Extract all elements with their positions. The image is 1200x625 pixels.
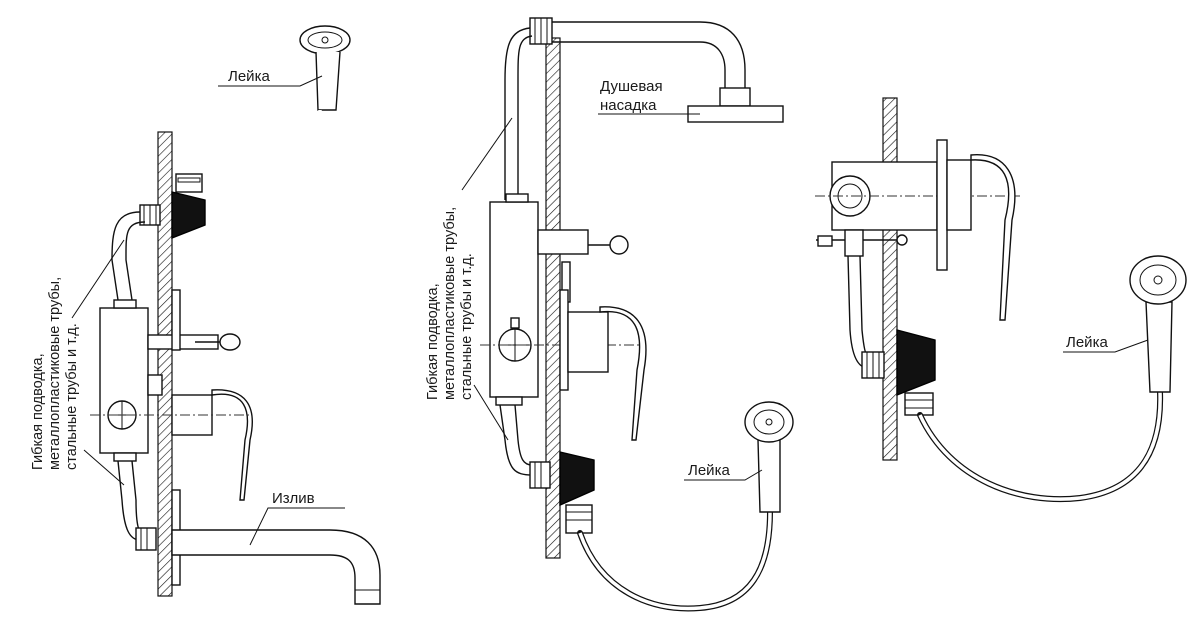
diagram-shower-mixer: Душевая насадка Лейка Гибкая подводка, м… [425,17,794,612]
wall [157,131,173,597]
label-flexible-supply-line-2: металлопластиковые трубы, [442,207,458,400]
hand-shower-icon [1129,255,1187,393]
label-shower-head: Лейка [1066,334,1108,351]
lever-handle [970,154,1016,321]
diagram-single-outlet-mixer: Лейка [815,97,1187,503]
label-flexible-supply-line-1: Гибкая подводка, [30,353,46,470]
label-overhead-shower-line-2: насадка [600,97,657,114]
label-shower-head: Лейка [228,68,270,85]
hand-shower-icon [744,401,794,513]
shower-hose [181,109,321,179]
overhead-shower-icon [687,87,784,123]
label-flexible-supply-line-3: стальные трубы и т.д. [459,253,475,400]
label-spout: Излив [272,490,315,507]
wall-outlet [559,451,595,507]
lever-handle [599,306,647,441]
hand-shower-icon [299,25,351,111]
label-flexible-supply-line-1: Гибкая подводка, [425,283,441,400]
lever-handle [211,389,253,501]
mixer-body [489,201,539,398]
label-overhead-shower-line-1: Душевая [600,78,663,95]
label-flexible-supply-line-3: стальные трубы и т.д. [64,323,80,470]
diagram-bath-mixer: Лейка Излив Гибкая подводка, металлоплас… [30,25,381,605]
wall [882,97,898,461]
label-shower-head: Лейка [688,462,730,479]
label-flexible-supply-line-2: металлопластиковые трубы, [47,277,63,470]
wall-outlet [171,191,206,240]
spout [171,529,381,605]
mixer-body [99,307,149,454]
wall-outlet [896,329,936,397]
